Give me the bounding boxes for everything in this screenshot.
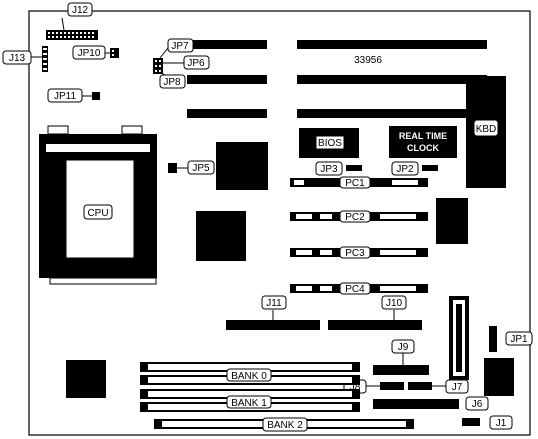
keyboard-connector: KBD <box>466 76 506 188</box>
pc3-slot: PC3 <box>290 246 428 259</box>
bank1-label: BANK 1 <box>231 398 267 409</box>
j7-label: J7 <box>452 382 463 393</box>
jp3-jumper <box>346 165 362 171</box>
jp2-callout: JP2 <box>391 161 419 176</box>
bank0-label: BANK 0 <box>231 371 267 382</box>
jp5-jumper <box>168 163 177 173</box>
j12-header <box>46 17 98 40</box>
jp7-callout: JP7 <box>159 38 194 59</box>
j12-callout: J12 <box>67 2 93 17</box>
jp2-label: JP2 <box>396 164 414 175</box>
chipset-chip-2 <box>196 211 246 261</box>
serial-port-connector <box>484 358 514 396</box>
jp11-label: JP11 <box>54 91 76 102</box>
j6-label: J6 <box>472 399 483 410</box>
j13-label: J13 <box>9 53 26 64</box>
j1-label: J1 <box>496 418 507 429</box>
jp5-label: JP5 <box>192 163 210 174</box>
cpu-callout: CPU <box>83 204 113 220</box>
pc2-label: PC2 <box>345 212 365 223</box>
j10-connector: J10 <box>328 295 422 330</box>
bank1-simm-slots: BANK 1 <box>140 389 360 412</box>
jp11-jumper <box>92 92 100 100</box>
model-number: 33956 <box>354 55 382 66</box>
jp1-label: JP1 <box>510 334 528 345</box>
jp11-callout: JP11 <box>47 88 92 103</box>
bank0-simm-slots: BANK 0 <box>140 362 360 385</box>
bios-chip: BIOS <box>299 128 359 158</box>
jp10-callout: JP10 <box>72 45 110 60</box>
jp6-callout: JP6 <box>163 55 210 70</box>
pc1-label: PC1 <box>345 178 365 189</box>
chipset-chip-4 <box>66 360 106 398</box>
jp10-label: JP10 <box>78 48 101 59</box>
bank2-simm-slot: BANK 2 <box>154 417 414 432</box>
j10-label: J10 <box>386 298 403 309</box>
chipset-chip-3 <box>436 198 468 244</box>
jp3-callout: JP3 <box>315 161 343 176</box>
j11-label: J11 <box>266 298 282 309</box>
j9-label: J9 <box>398 342 409 353</box>
chipset-chip-1 <box>216 142 268 190</box>
j13-callout: J13 <box>2 50 42 65</box>
jp3-label: JP3 <box>320 164 338 175</box>
jp8-callout: JP8 <box>159 71 186 89</box>
rtc-label-line1: REAL TIME <box>399 131 447 141</box>
real-time-clock-chip: REAL TIME CLOCK <box>389 126 457 158</box>
bank2-label: BANK 2 <box>267 420 303 431</box>
isa-slots <box>187 40 487 118</box>
kbd-label: KBD <box>476 124 497 135</box>
cpu-label: CPU <box>87 208 108 219</box>
j11-connector: J11 <box>226 295 320 330</box>
j8-label: J8 <box>350 382 361 393</box>
bios-label: BIOS <box>318 138 342 149</box>
jp5-callout: JP5 <box>177 160 215 175</box>
j12-label: J12 <box>72 5 89 16</box>
jp6-label: JP6 <box>187 58 205 69</box>
pc3-label: PC3 <box>345 248 365 259</box>
jp1-jumper <box>489 326 497 352</box>
jp2-jumper <box>422 165 438 171</box>
j6-connector: J6 <box>373 396 489 411</box>
jp7-label: JP7 <box>171 41 189 52</box>
jp8-label: JP8 <box>163 77 181 88</box>
jp1-callout: JP1 <box>505 331 533 346</box>
pc2-slot: PC2 <box>290 210 428 223</box>
jp10-jumper <box>110 48 119 58</box>
pc4-label: PC4 <box>345 284 365 295</box>
j7-connector: J7 <box>408 379 469 394</box>
rtc-label-line2: CLOCK <box>407 143 439 153</box>
power-connector <box>449 296 469 380</box>
j9-connector: J9 <box>373 339 429 375</box>
pc4-slot: PC4 <box>290 282 428 295</box>
pc1-slot: PC1 <box>290 176 428 189</box>
j13-header <box>42 46 48 72</box>
j1-connector: J1 <box>462 415 513 430</box>
jp6-jumper-block <box>153 58 163 74</box>
